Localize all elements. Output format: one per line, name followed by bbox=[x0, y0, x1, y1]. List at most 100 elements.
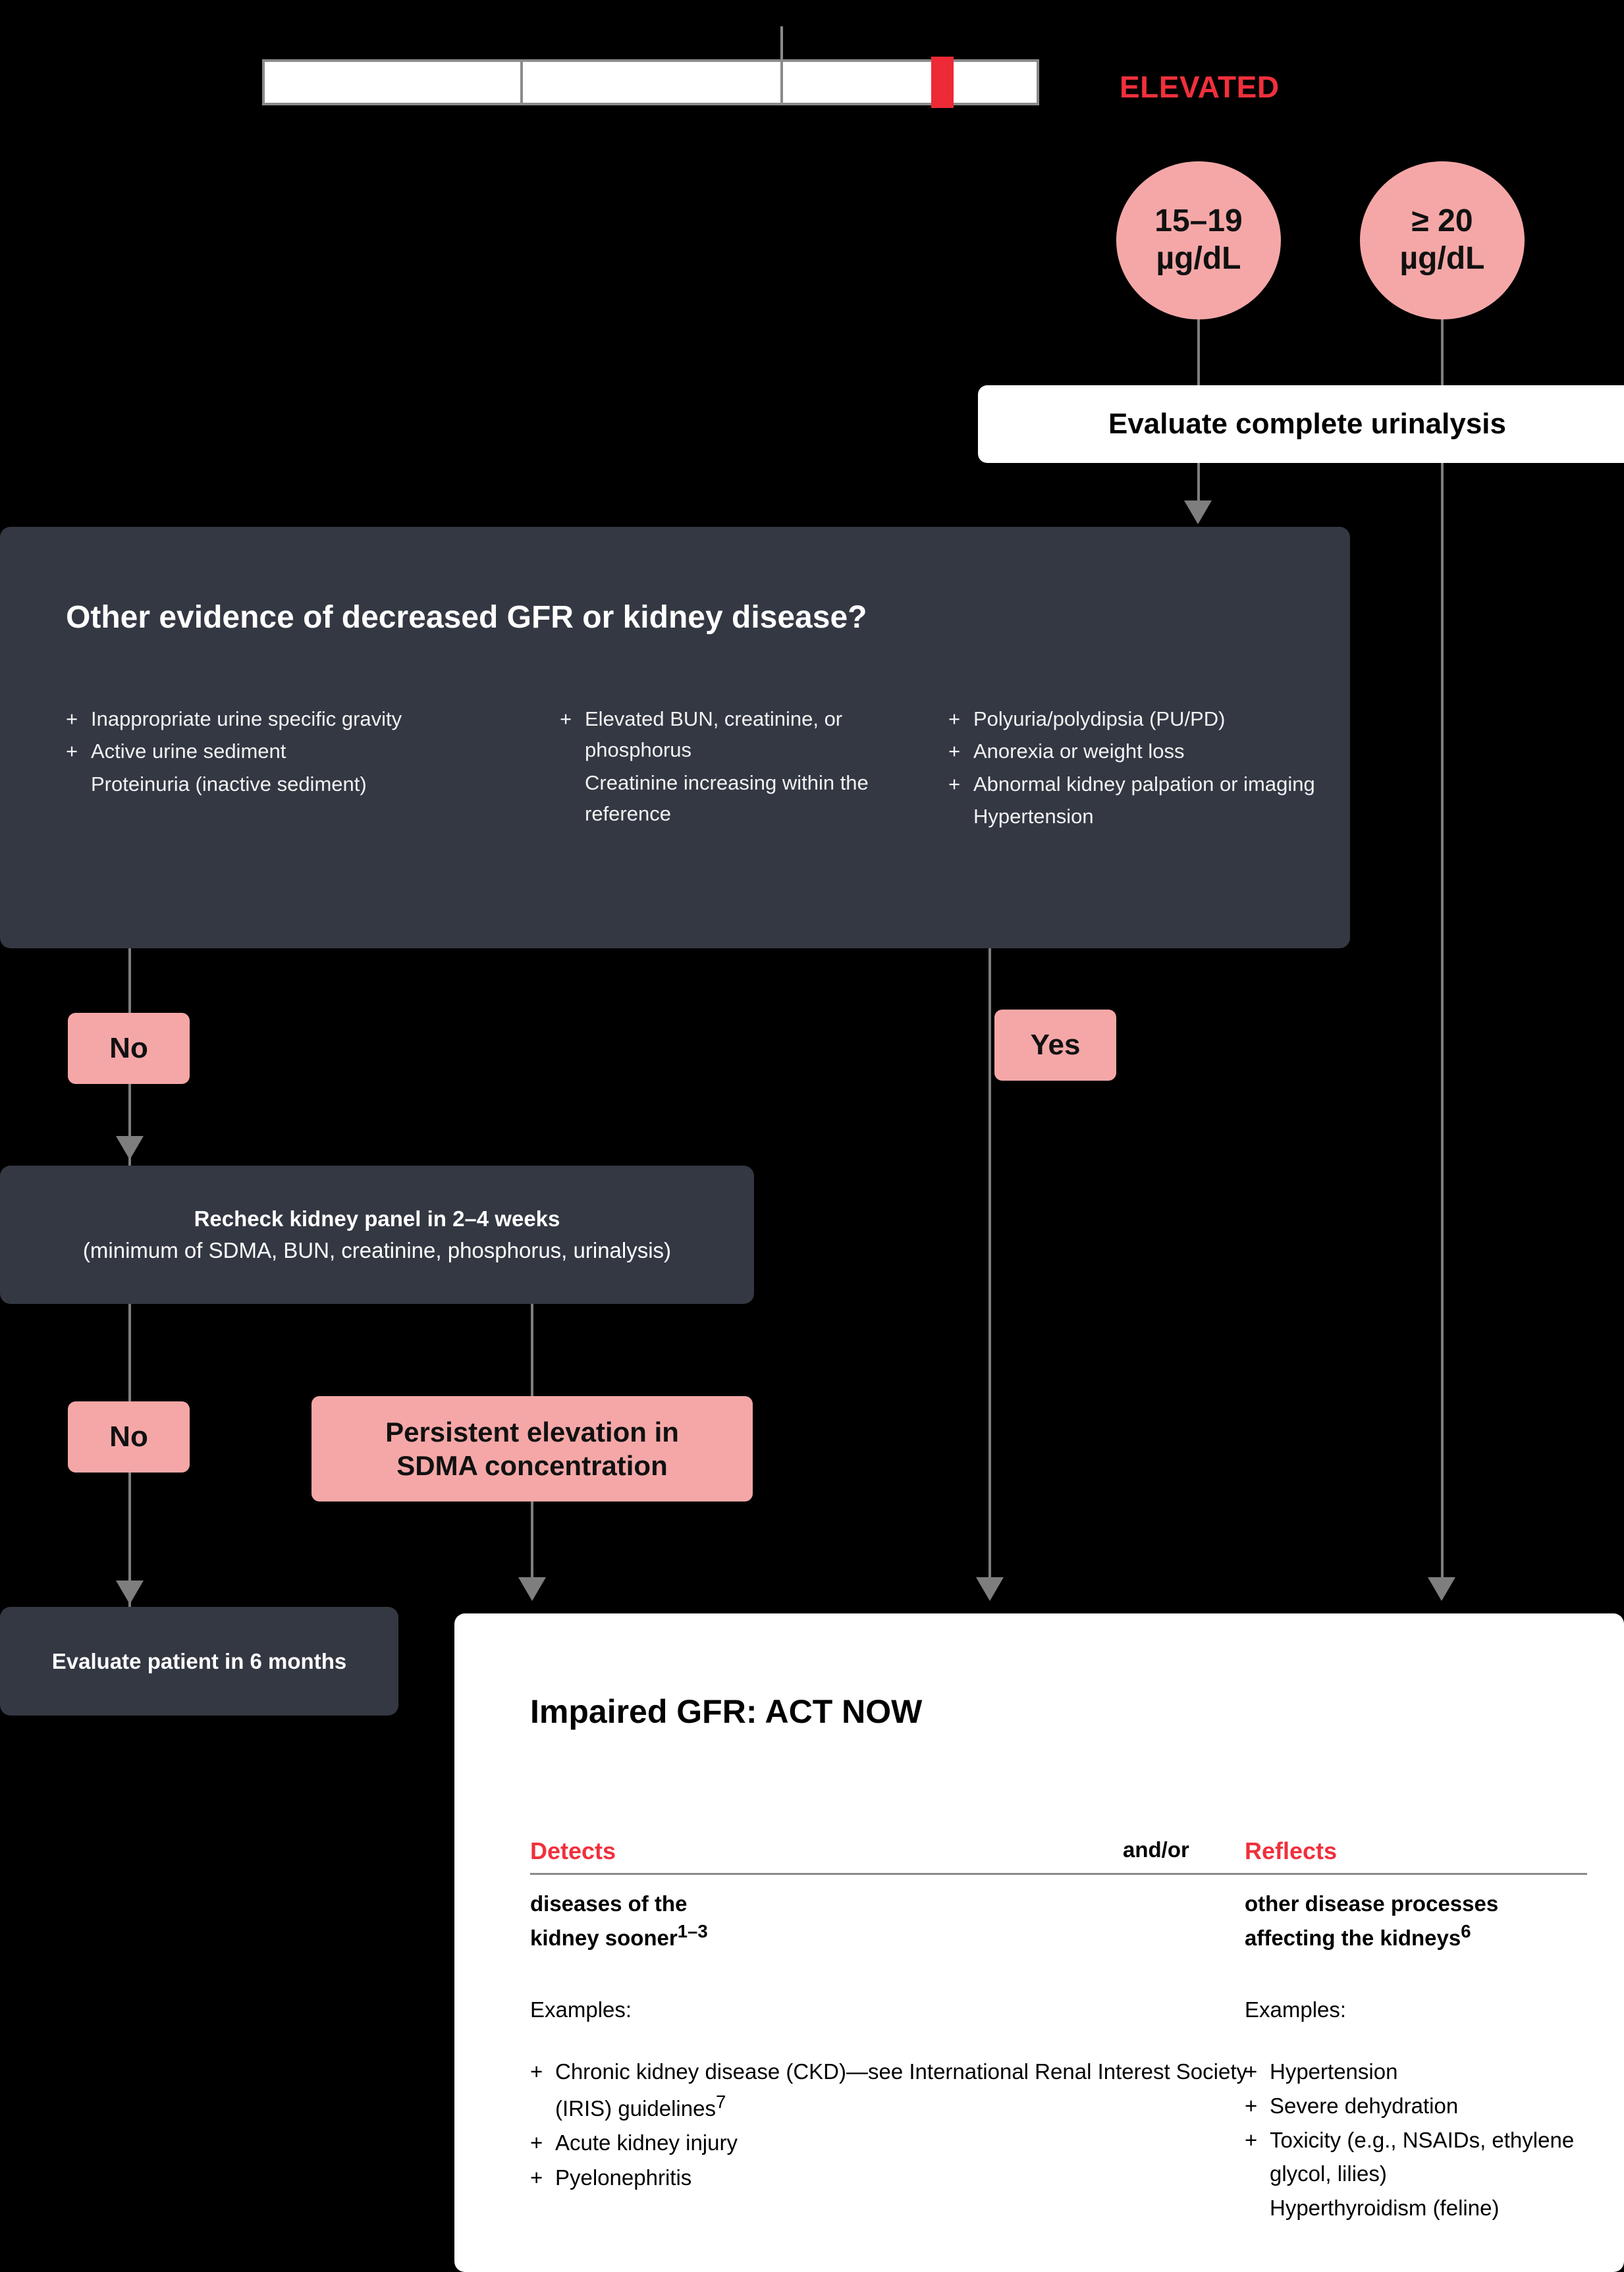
list-item: + Abnormal kidney palpation or imaging bbox=[948, 769, 1343, 799]
arrowhead-persistent-to-act-now bbox=[518, 1577, 546, 1601]
plus-icon: + bbox=[1245, 2128, 1258, 2153]
impaired-gfr-act-now-card: Impaired GFR: ACT NOW and/or Detects dis… bbox=[454, 1613, 1624, 2272]
list-item-continuation: Proteinuria (inactive sediment) bbox=[91, 772, 367, 796]
list-item-label: Chronic kidney disease (CKD)—see Interna… bbox=[555, 2055, 1248, 2125]
act-now-title: Impaired GFR: ACT NOW bbox=[530, 1693, 923, 1730]
list-item: + Hypertension bbox=[1245, 2055, 1587, 2088]
list-item-label: Anorexia or weight loss bbox=[973, 740, 1185, 763]
reflects-subtitle-superscript: 6 bbox=[1461, 1920, 1471, 1941]
recheck-primary-text: Recheck kidney panel in 2–4 weeks bbox=[194, 1206, 560, 1231]
list-item: + Anorexia or weight loss bbox=[948, 736, 1343, 767]
list-item-label: Polyuria/polydipsia (PU/PD) bbox=[973, 707, 1226, 730]
list-item: + Polyuria/polydipsia (PU/PD) bbox=[948, 703, 1343, 734]
answer-badge-no-2[interactable]: No bbox=[68, 1401, 190, 1473]
scale-elevated-marker bbox=[931, 57, 954, 108]
list-item-label: Elevated BUN, creatinine, or phosphorus bbox=[585, 707, 843, 762]
list-item-label: Pyelonephritis bbox=[555, 2165, 692, 2190]
circle-units: µg/dL bbox=[1156, 241, 1241, 276]
plus-icon: + bbox=[530, 2165, 543, 2190]
detects-examples-list: + Chronic kidney disease (CKD)—see Inter… bbox=[530, 2055, 1248, 2194]
persistent-sdma-elevation-box[interactable]: Persistent elevation in SDMA concentrati… bbox=[311, 1396, 753, 1501]
gfr-question-panel: Other evidence of decreased GFR or kidne… bbox=[0, 527, 1350, 948]
reflects-examples-label: Examples: bbox=[1245, 1997, 1347, 2022]
reflects-subtitle-line-2: affecting the kidneys6 bbox=[1245, 1919, 1587, 1953]
plus-icon: + bbox=[66, 740, 78, 763]
gfr-evidence-column-3: + Polyuria/polydipsia (PU/PD) + Anorexia… bbox=[948, 703, 1343, 832]
plus-icon: + bbox=[1245, 2059, 1258, 2084]
list-item-label: Hypertension bbox=[1270, 2059, 1398, 2084]
list-item: + Chronic kidney disease (CKD)—see Inter… bbox=[530, 2055, 1248, 2125]
persistent-line-2: SDMA concentration bbox=[396, 1450, 668, 1481]
list-item-label: Acute kidney injury bbox=[555, 2130, 738, 2155]
evaluate-6-months-label: Evaluate patient in 6 months bbox=[51, 1648, 347, 1673]
detects-subtitle-line-2: kidney sooner1–3 bbox=[530, 1919, 1248, 1953]
sdma-scale-bar bbox=[262, 59, 1039, 105]
gfr-evidence-column-2: + Elevated BUN, creatinine, or phosphoru… bbox=[560, 703, 929, 830]
list-item-continuation: Hypertension bbox=[973, 805, 1094, 828]
answer-badge-no-1[interactable]: No bbox=[68, 1013, 190, 1084]
list-item: + Acute kidney injury bbox=[530, 2126, 1248, 2159]
circle-units: µg/dL bbox=[1399, 241, 1485, 276]
reflects-divider bbox=[1245, 1873, 1587, 1875]
list-item-label: Abnormal kidney palpation or imaging bbox=[973, 772, 1315, 796]
detects-divider bbox=[530, 1873, 1248, 1875]
value-circle-15-19: 15–19 µg/dL bbox=[1116, 161, 1281, 319]
gfr-question-title: Other evidence of decreased GFR or kidne… bbox=[66, 600, 867, 635]
and-or-label: and/or bbox=[1123, 1837, 1189, 1862]
circle-range-value: ≥ 20 bbox=[1411, 203, 1473, 239]
arrowhead-circle-b-to-act-now bbox=[1428, 1577, 1455, 1601]
evaluate-6-months-panel: Evaluate patient in 6 months bbox=[0, 1607, 398, 1716]
list-item: + Toxicity (e.g., NSAIDs, ethylene glyco… bbox=[1245, 2124, 1587, 2190]
list-item-continuation: Hyperthyroidism (feline) bbox=[1270, 2195, 1500, 2220]
gfr-evidence-column-1: + Inappropriate urine specific gravity +… bbox=[66, 703, 540, 799]
reflects-subtitle: other disease processes affecting the ki… bbox=[1245, 1889, 1587, 1953]
list-item: + Elevated BUN, creatinine, or phosphoru… bbox=[560, 703, 929, 766]
plus-icon: + bbox=[948, 740, 961, 763]
connector-gfr-yes-branch bbox=[988, 948, 991, 1584]
plus-icon: + bbox=[560, 707, 572, 730]
recheck-secondary-text: (minimum of SDMA, BUN, creatinine, phosp… bbox=[82, 1238, 672, 1262]
connector-circle-a-to-urinalysis bbox=[1197, 319, 1200, 385]
scale-tick-up bbox=[780, 26, 783, 62]
reflects-examples-list: + Hypertension + Severe dehydration + To… bbox=[1245, 2055, 1587, 2225]
connector-circle-b-to-act-now bbox=[1441, 463, 1444, 1582]
reflects-subtitle-line-2-text: affecting the kidneys bbox=[1245, 1925, 1461, 1950]
recheck-kidney-panel: Recheck kidney panel in 2–4 weeks (minim… bbox=[0, 1166, 754, 1304]
plus-icon: + bbox=[948, 707, 961, 730]
arrowhead-yes-to-act-now bbox=[976, 1577, 1004, 1601]
list-item: + Inappropriate urine specific gravity bbox=[66, 703, 540, 734]
list-item-label: Toxicity (e.g., NSAIDs, ethylene glycol,… bbox=[1270, 2128, 1575, 2186]
reflects-subtitle-line-1: other disease processes bbox=[1245, 1891, 1499, 1916]
answer-badge-label: No bbox=[109, 1420, 148, 1453]
detects-examples-label: Examples: bbox=[530, 1997, 632, 2022]
plus-icon: + bbox=[530, 2130, 543, 2155]
list-item-superscript: 7 bbox=[715, 2092, 726, 2113]
connector-circle-b-segment-1 bbox=[1441, 319, 1444, 385]
list-item: + Pyelonephritis bbox=[530, 2161, 1248, 2194]
list-item-label: Severe dehydration bbox=[1270, 2094, 1459, 2119]
list-item: + Active urine sediment bbox=[66, 736, 540, 767]
answer-badge-label: Yes bbox=[1030, 1029, 1081, 1061]
act-now-reflects-column: Reflects other disease processes affecti… bbox=[1245, 1837, 1587, 2225]
arrowhead-to-recheck-panel bbox=[116, 1136, 144, 1160]
list-item: + Severe dehydration bbox=[1245, 2090, 1587, 2123]
evaluate-urinalysis-box[interactable]: Evaluate complete urinalysis bbox=[978, 385, 1624, 463]
scale-divider-1 bbox=[520, 62, 523, 103]
detects-heading: Detects bbox=[530, 1837, 616, 1864]
connector-urinalysis-to-gfr bbox=[1197, 463, 1200, 502]
list-item-continuation: Creatinine increasing within the referen… bbox=[585, 771, 869, 826]
reflects-heading: Reflects bbox=[1245, 1837, 1338, 1864]
detects-subtitle: diseases of the kidney sooner1–3 bbox=[530, 1889, 1248, 1953]
scale-divider-2 bbox=[780, 62, 783, 103]
value-circle-gte-20: ≥ 20 µg/dL bbox=[1360, 161, 1525, 319]
plus-icon: + bbox=[948, 772, 961, 796]
evaluate-urinalysis-label: Evaluate complete urinalysis bbox=[1108, 408, 1507, 440]
circle-range-value: 15–19 bbox=[1154, 203, 1243, 239]
list-item-label: Inappropriate urine specific gravity bbox=[91, 707, 402, 730]
answer-badge-yes[interactable]: Yes bbox=[994, 1010, 1116, 1081]
act-now-detects-column: Detects diseases of the kidney sooner1–3… bbox=[530, 1837, 1248, 2196]
list-item-label: Active urine sediment bbox=[91, 740, 286, 763]
detects-subtitle-superscript: 1–3 bbox=[677, 1920, 708, 1941]
plus-icon: + bbox=[530, 2059, 543, 2084]
